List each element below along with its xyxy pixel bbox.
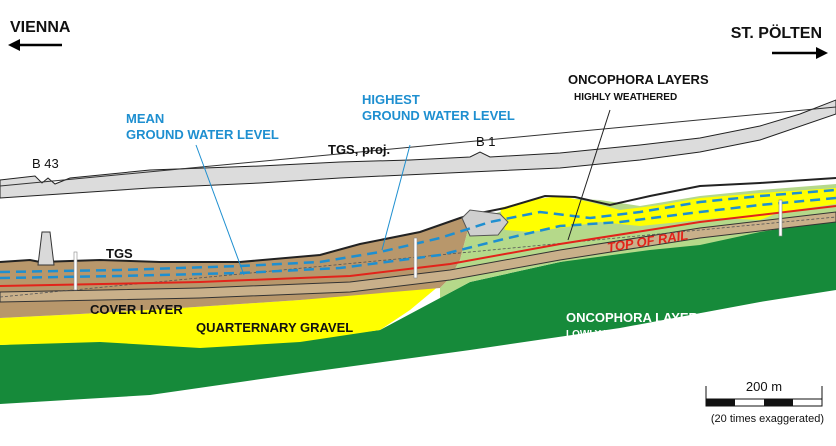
st-polten-arrow-icon <box>772 47 828 59</box>
label-onco-low-1: ONCOPHORA LAYERS <box>566 310 707 325</box>
mean-gw-leader <box>195 144 245 276</box>
highest-gw-leader <box>381 144 411 251</box>
label-onco-high-1: ONCOPHORA LAYERS <box>568 72 709 87</box>
onco-high-leader <box>567 109 611 241</box>
excavation-pit <box>461 209 509 237</box>
direction-vienna: VIENNA <box>10 19 71 36</box>
label-mean-gw-2: GROUND WATER LEVEL <box>126 127 279 142</box>
label-quarternary-gravel: QUARTERNARY GRAVEL <box>196 320 353 335</box>
label-cover-layer: COVER LAYER <box>90 302 183 317</box>
borehole-left <box>37 231 78 291</box>
mean-ground-water-line <box>0 196 836 280</box>
tunnel-band <box>0 211 836 303</box>
scale-bar <box>705 386 823 407</box>
ground-surface <box>0 177 836 264</box>
scale-bar-note: (20 times exaggerated) <box>711 413 824 425</box>
road-embankment <box>0 99 836 199</box>
label-onco-high-2: HIGHLY WEATHERED <box>574 92 677 103</box>
upper-gravel-lens <box>500 188 836 232</box>
vienna-arrow-icon <box>8 39 62 51</box>
road-centerline <box>0 106 836 187</box>
top-of-rail-line <box>0 205 836 287</box>
label-onco-low-2: LOWLY WEATHERED <box>566 329 667 340</box>
label-tgs-proj: TGS, proj. <box>328 142 390 157</box>
borehole-mid <box>413 237 418 279</box>
label-tgs: TGS <box>106 246 133 261</box>
label-b1: B 1 <box>476 134 496 149</box>
label-highest-gw-1: HIGHEST <box>362 92 420 107</box>
scale-bar-label: 200 m <box>746 379 782 394</box>
label-highest-gw-2: GROUND WATER LEVEL <box>362 108 515 123</box>
label-b43: B 43 <box>32 156 59 171</box>
direction-st-polten: ST. PÖLTEN <box>731 23 822 42</box>
highest-ground-water-line <box>0 188 836 274</box>
quarternary-gravel-layer <box>0 285 440 348</box>
borehole-right <box>778 199 783 237</box>
label-mean-gw-1: MEAN <box>126 111 164 126</box>
